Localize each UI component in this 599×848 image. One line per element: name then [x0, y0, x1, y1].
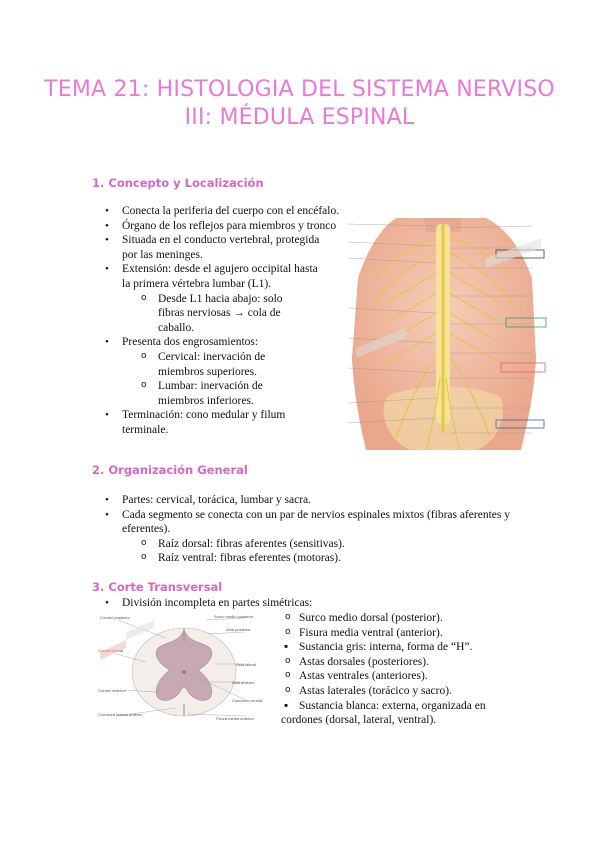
list-item: Extensión: desde el agujero occipital ha… — [105, 262, 327, 336]
section-heading-concepto: 1. Concepto y Localización — [92, 176, 264, 190]
watermark-logo — [486, 238, 541, 268]
vertebral-column — [436, 224, 450, 433]
watermark-logo — [356, 328, 406, 358]
list-item-text: Extensión: desde el agujero occipital ha… — [122, 263, 318, 290]
svg-text:Cordón anterior: Cordón anterior — [98, 688, 126, 693]
spinal-nerves — [370, 237, 516, 450]
label-box-thoracic — [505, 317, 547, 328]
list-item: Terminación: cono medular y filum termin… — [105, 408, 312, 437]
list-item: División incompleta en partes simétricas… — [105, 596, 382, 611]
list-item: Órgano de los reflejos para miembros y t… — [105, 219, 344, 234]
watermark-logo — [126, 620, 154, 640]
svg-text:Conducto central: Conducto central — [232, 698, 262, 703]
list-item: Conecta la periferia del cuerpo con el e… — [105, 204, 382, 219]
svg-text:Asta lateral: Asta lateral — [236, 662, 256, 667]
spinal-cord-cross-section-illustration: Cordón posterior Surco medio posterior A… — [96, 612, 272, 728]
sub-list-item: Raíz dorsal: fibras aferentes (sensitiva… — [141, 536, 488, 552]
list-item: Partes: cervical, torácica, lumbar y sac… — [105, 493, 512, 508]
section-heading-corte: 3. Corte Transversal — [92, 580, 223, 594]
corte-list: División incompleta en partes simétricas… — [105, 596, 382, 611]
label-box-filum — [495, 419, 545, 429]
section-heading-organizacion: 2. Organización General — [92, 463, 248, 477]
svg-text:Asta anterior: Asta anterior — [232, 680, 255, 685]
list-item-text: Cada segmento se conecta con un par de n… — [122, 508, 510, 536]
concepto-list: Conecta la periferia del cuerpo con el e… — [105, 204, 344, 438]
svg-text:Asta posterior: Asta posterior — [226, 627, 251, 632]
label-leader-lines — [115, 617, 247, 717]
organizacion-list: Partes: cervical, torácica, lumbar y sac… — [105, 493, 512, 566]
list-item-text: Presenta dos engrosamientos: — [122, 336, 259, 349]
list-item: Presenta dos engrosamientos: Cervical: i… — [105, 335, 344, 408]
svg-text:Comisura blanca anterior: Comisura blanca anterior — [98, 712, 143, 717]
sub-list-item: ▪Sustancia blanca: externa, organizada e… — [281, 699, 486, 727]
gray-matter-h — [155, 629, 213, 701]
sub-list-item: Desde L1 hacia abajo: solo fibras nervio… — [141, 291, 308, 336]
svg-text:Surco medio posterior: Surco medio posterior — [214, 614, 254, 619]
list-item: Situada en el conducto vertebral, proteg… — [105, 233, 322, 262]
sub-list-item: Raíz ventral: fibras eferentes (motoras)… — [141, 550, 488, 566]
svg-text:Cordón posterior: Cordón posterior — [100, 615, 130, 620]
watermark-logo — [100, 640, 126, 660]
sub-list-item: Cervical: inervación de miembros superio… — [141, 349, 288, 379]
list-item: Cada segmento se conecta con un par de n… — [105, 508, 512, 566]
spinal-cord-anatomy-illustration — [336, 218, 550, 450]
svg-text:Fisura media anterior: Fisura media anterior — [216, 716, 254, 721]
sub-list-item: ▪Sustancia gris: interna, forma de “H”. — [284, 641, 473, 654]
page-title: TEMA 21: HISTOLOGIA DEL SISTEMA NERVISO … — [44, 77, 555, 130]
label-box-lumbar — [500, 362, 546, 373]
sub-list-item: Lumbar: inervación de miembros inferiore… — [141, 378, 288, 408]
central-canal — [182, 670, 186, 674]
